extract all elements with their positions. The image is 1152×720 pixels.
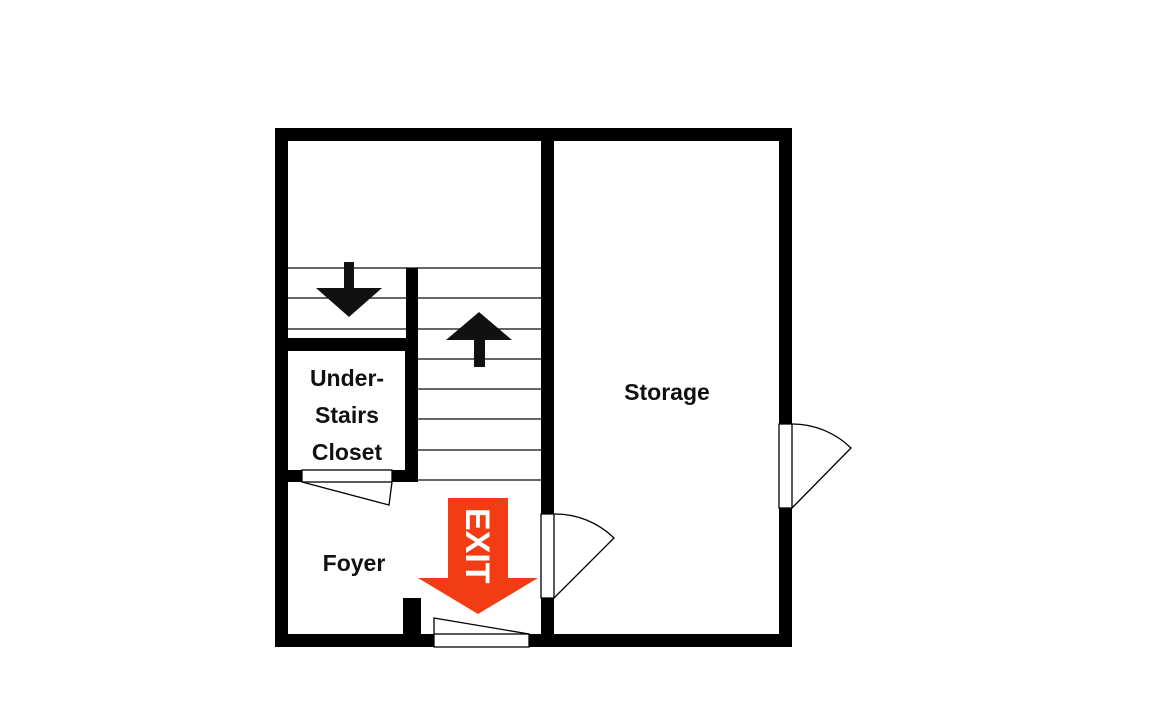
closet-label-line2: Stairs — [315, 402, 379, 428]
left-wall — [275, 128, 288, 647]
exit-arrow-icon: EXIT — [418, 498, 538, 614]
closet-top-wall — [288, 338, 418, 351]
exterior-storage-door[interactable] — [778, 423, 852, 509]
exit-door[interactable] — [433, 617, 530, 648]
right-wall — [779, 128, 792, 647]
closet-label-line3: Closet — [312, 439, 383, 465]
exit-label: EXIT — [458, 508, 496, 584]
storage-door[interactable] — [540, 513, 615, 599]
top-wall — [275, 128, 792, 141]
storage-label: Storage — [624, 379, 710, 405]
stairs-up-arrow-icon — [446, 312, 512, 367]
bottom-wall — [275, 634, 792, 647]
stair-post — [406, 268, 418, 338]
foyer-label: Foyer — [323, 550, 386, 576]
closet-door[interactable] — [301, 469, 393, 506]
closet-right-wall — [405, 338, 418, 482]
closet-label-line1: Under- — [310, 365, 384, 391]
stairs-down-arrow-icon — [316, 262, 382, 317]
foyer-post — [403, 598, 421, 634]
